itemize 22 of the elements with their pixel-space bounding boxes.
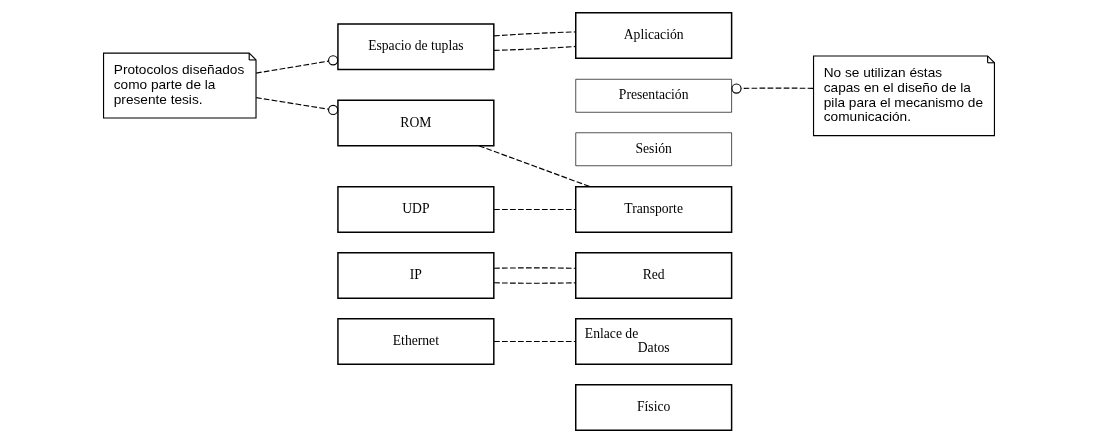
connector xyxy=(493,340,577,343)
connector xyxy=(493,209,577,211)
connector xyxy=(493,267,577,269)
node-box: Físico xyxy=(575,384,733,432)
node-box: Aplicación xyxy=(575,11,733,59)
node-box: Enlace de Datos xyxy=(575,318,733,366)
node-box: Espacio de tuplas xyxy=(337,23,495,71)
connector xyxy=(493,282,577,284)
node-box: Ethernet xyxy=(337,318,495,366)
connector xyxy=(255,55,339,74)
connector xyxy=(493,45,577,51)
node-box: Presentación xyxy=(575,78,732,113)
node-box: UDP xyxy=(337,186,495,234)
connector xyxy=(731,83,814,94)
node-box: ROM xyxy=(337,99,495,147)
node-box: Red xyxy=(575,252,733,300)
node-box: IP xyxy=(337,252,495,300)
node-box: Transporte xyxy=(575,186,733,234)
node-box: Sesión xyxy=(575,132,732,167)
connector xyxy=(255,97,339,116)
connector xyxy=(493,31,577,37)
connector xyxy=(478,145,591,188)
